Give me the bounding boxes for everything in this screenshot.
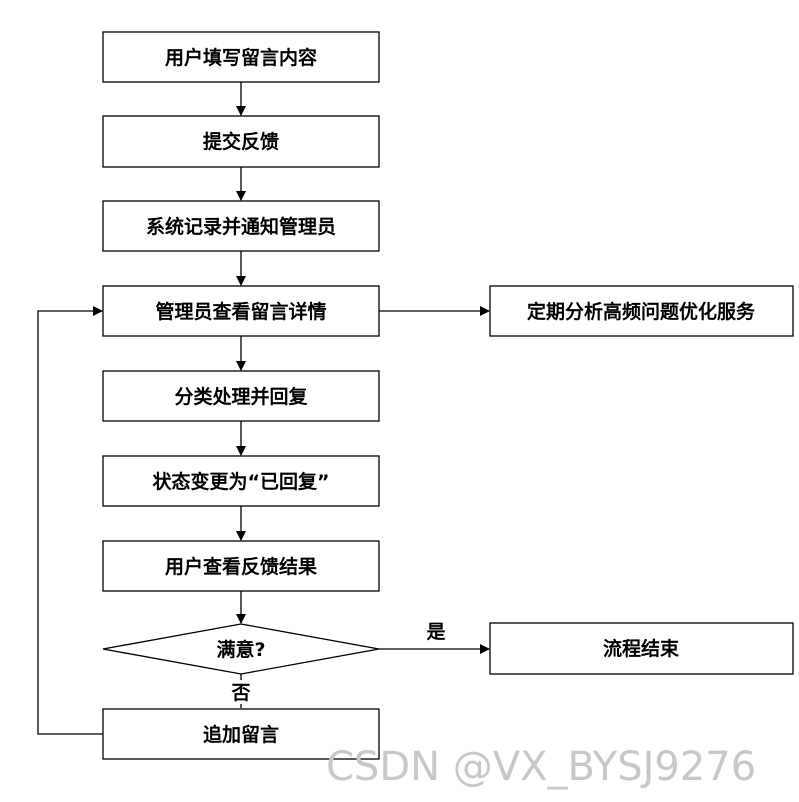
node-label: 管理员查看留言详情 xyxy=(155,300,326,323)
node-label: 提交反馈 xyxy=(203,130,279,153)
edge-label-no: 否 xyxy=(230,682,250,704)
node-label: 状态变更为“已回复” xyxy=(153,470,330,493)
node-status-change: 状态变更为“已回复” xyxy=(102,455,380,507)
node-periodic-analysis: 定期分析高频问题优化服务 xyxy=(489,285,794,337)
node-admin-view-details: 管理员查看留言详情 xyxy=(102,285,380,337)
node-process-end: 流程结束 xyxy=(489,622,794,675)
node-label: 追加留言 xyxy=(203,723,279,746)
node-label: 用户填写留言内容 xyxy=(165,46,317,69)
watermark: CSDN @VX_BYSJ9276 xyxy=(326,744,757,790)
node-classify-reply: 分类处理并回复 xyxy=(102,370,380,422)
edge-label-yes: 是 xyxy=(426,621,445,643)
node-user-fill-message: 用户填写留言内容 xyxy=(102,31,380,83)
node-submit-feedback: 提交反馈 xyxy=(102,115,380,168)
node-label: 满意? xyxy=(216,638,265,661)
arrow-append-loop-back xyxy=(37,306,103,735)
node-label: 定期分析高频问题优化服务 xyxy=(527,300,756,323)
node-label: 流程结束 xyxy=(603,637,680,660)
node-system-record-notify: 系统记录并通知管理员 xyxy=(102,200,380,252)
node-label: 系统记录并通知管理员 xyxy=(146,215,336,238)
node-label: 分类处理并回复 xyxy=(174,385,308,408)
node-satisfied-decision: 满意? xyxy=(102,623,380,675)
no-label-bg xyxy=(228,680,254,704)
node-user-view-result: 用户查看反馈结果 xyxy=(102,540,380,592)
node-label: 用户查看反馈结果 xyxy=(165,555,317,578)
